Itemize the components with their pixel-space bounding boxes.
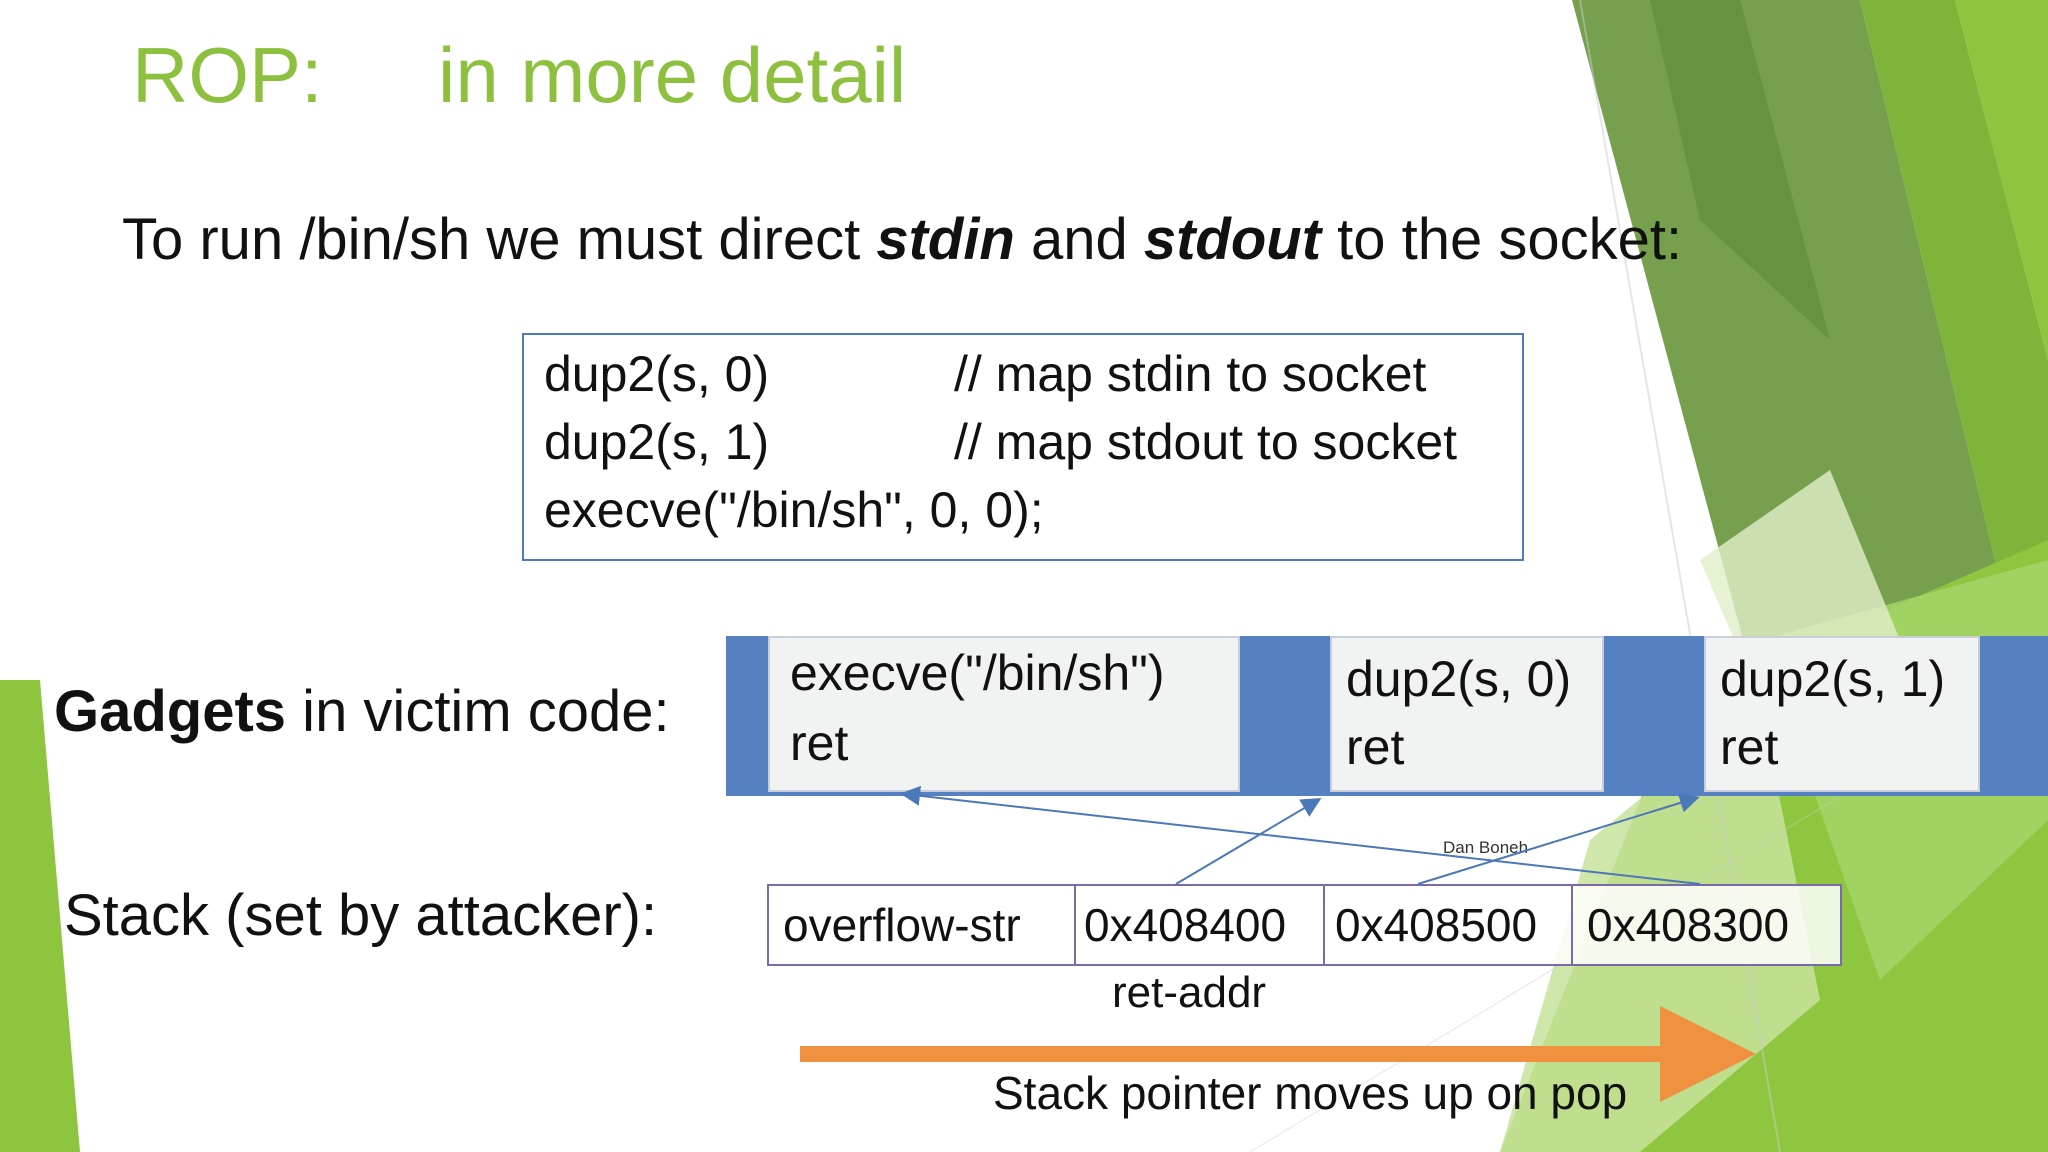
stack-label: Stack (set by attacker): bbox=[64, 883, 658, 948]
gadget-memory-strip: execve("/bin/sh") ret dup2(s, 0) ret dup… bbox=[726, 636, 2048, 796]
slide-title-rop: ROP: bbox=[132, 31, 323, 119]
gadgets-label-bold: Gadgets bbox=[54, 679, 287, 744]
subtitle-stdout: stdout bbox=[1143, 207, 1322, 272]
gadget-dup2-0-line2: ret bbox=[1346, 719, 1405, 775]
gadget-execve-line1: execve("/bin/sh") bbox=[790, 645, 1165, 701]
stack-cell-408500: 0x408500 bbox=[1325, 886, 1573, 964]
code-line-2-fn: dup2(s, 1) bbox=[544, 414, 770, 470]
slide-subtitle: To run /bin/sh we must direct stdin and … bbox=[122, 206, 1682, 273]
subtitle-post: to the socket: bbox=[1321, 207, 1683, 272]
stack-cell-408300: 0x408300 bbox=[1587, 899, 1790, 951]
gadget-dup2-1-line2: ret bbox=[1720, 719, 1779, 775]
stack-cell-overflow: overflow-str bbox=[769, 886, 1076, 964]
gadget-box-dup2-1: dup2(s, 1) ret bbox=[1704, 636, 1980, 792]
ret-addr-label: ret-addr bbox=[1112, 968, 1267, 1017]
code-line-2-comment: // map stdout to socket bbox=[954, 414, 1458, 470]
stack-pointer-label: Stack pointer moves up on pop bbox=[993, 1067, 1628, 1119]
stack-cell-408400: 0x408400 bbox=[1076, 886, 1325, 964]
code-line-1-fn: dup2(s, 0) bbox=[544, 346, 770, 402]
gadget-dup2-0-line1: dup2(s, 0) bbox=[1346, 651, 1572, 707]
gadget-execve-line2: ret bbox=[790, 715, 849, 771]
gadget-dup2-1-line1: dup2(s, 1) bbox=[1720, 651, 1946, 707]
gadgets-label-rest: in victim code: bbox=[286, 679, 670, 744]
slide-title-detail: in more detail bbox=[438, 31, 907, 119]
subtitle-stdin: stdin bbox=[876, 207, 1015, 272]
stack-row: overflow-str 0x408400 0x408500 0x408300 bbox=[767, 884, 1842, 966]
author-credit: Dan Boneh bbox=[1443, 838, 1529, 857]
subtitle-mid: and bbox=[1014, 207, 1144, 272]
code-box: dup2(s, 0) // map stdin to socket dup2(s… bbox=[522, 333, 1524, 561]
code-line-3-fn: execve("/bin/sh", 0, 0); bbox=[544, 482, 1044, 538]
subtitle-pre: To run /bin/sh we must direct bbox=[122, 207, 877, 272]
gadget-box-execve: execve("/bin/sh") ret bbox=[768, 636, 1240, 792]
code-line-1-comment: // map stdin to socket bbox=[954, 346, 1427, 402]
gadgets-label: Gadgets in victim code: bbox=[54, 678, 670, 745]
gadget-box-dup2-0: dup2(s, 0) ret bbox=[1330, 636, 1604, 792]
